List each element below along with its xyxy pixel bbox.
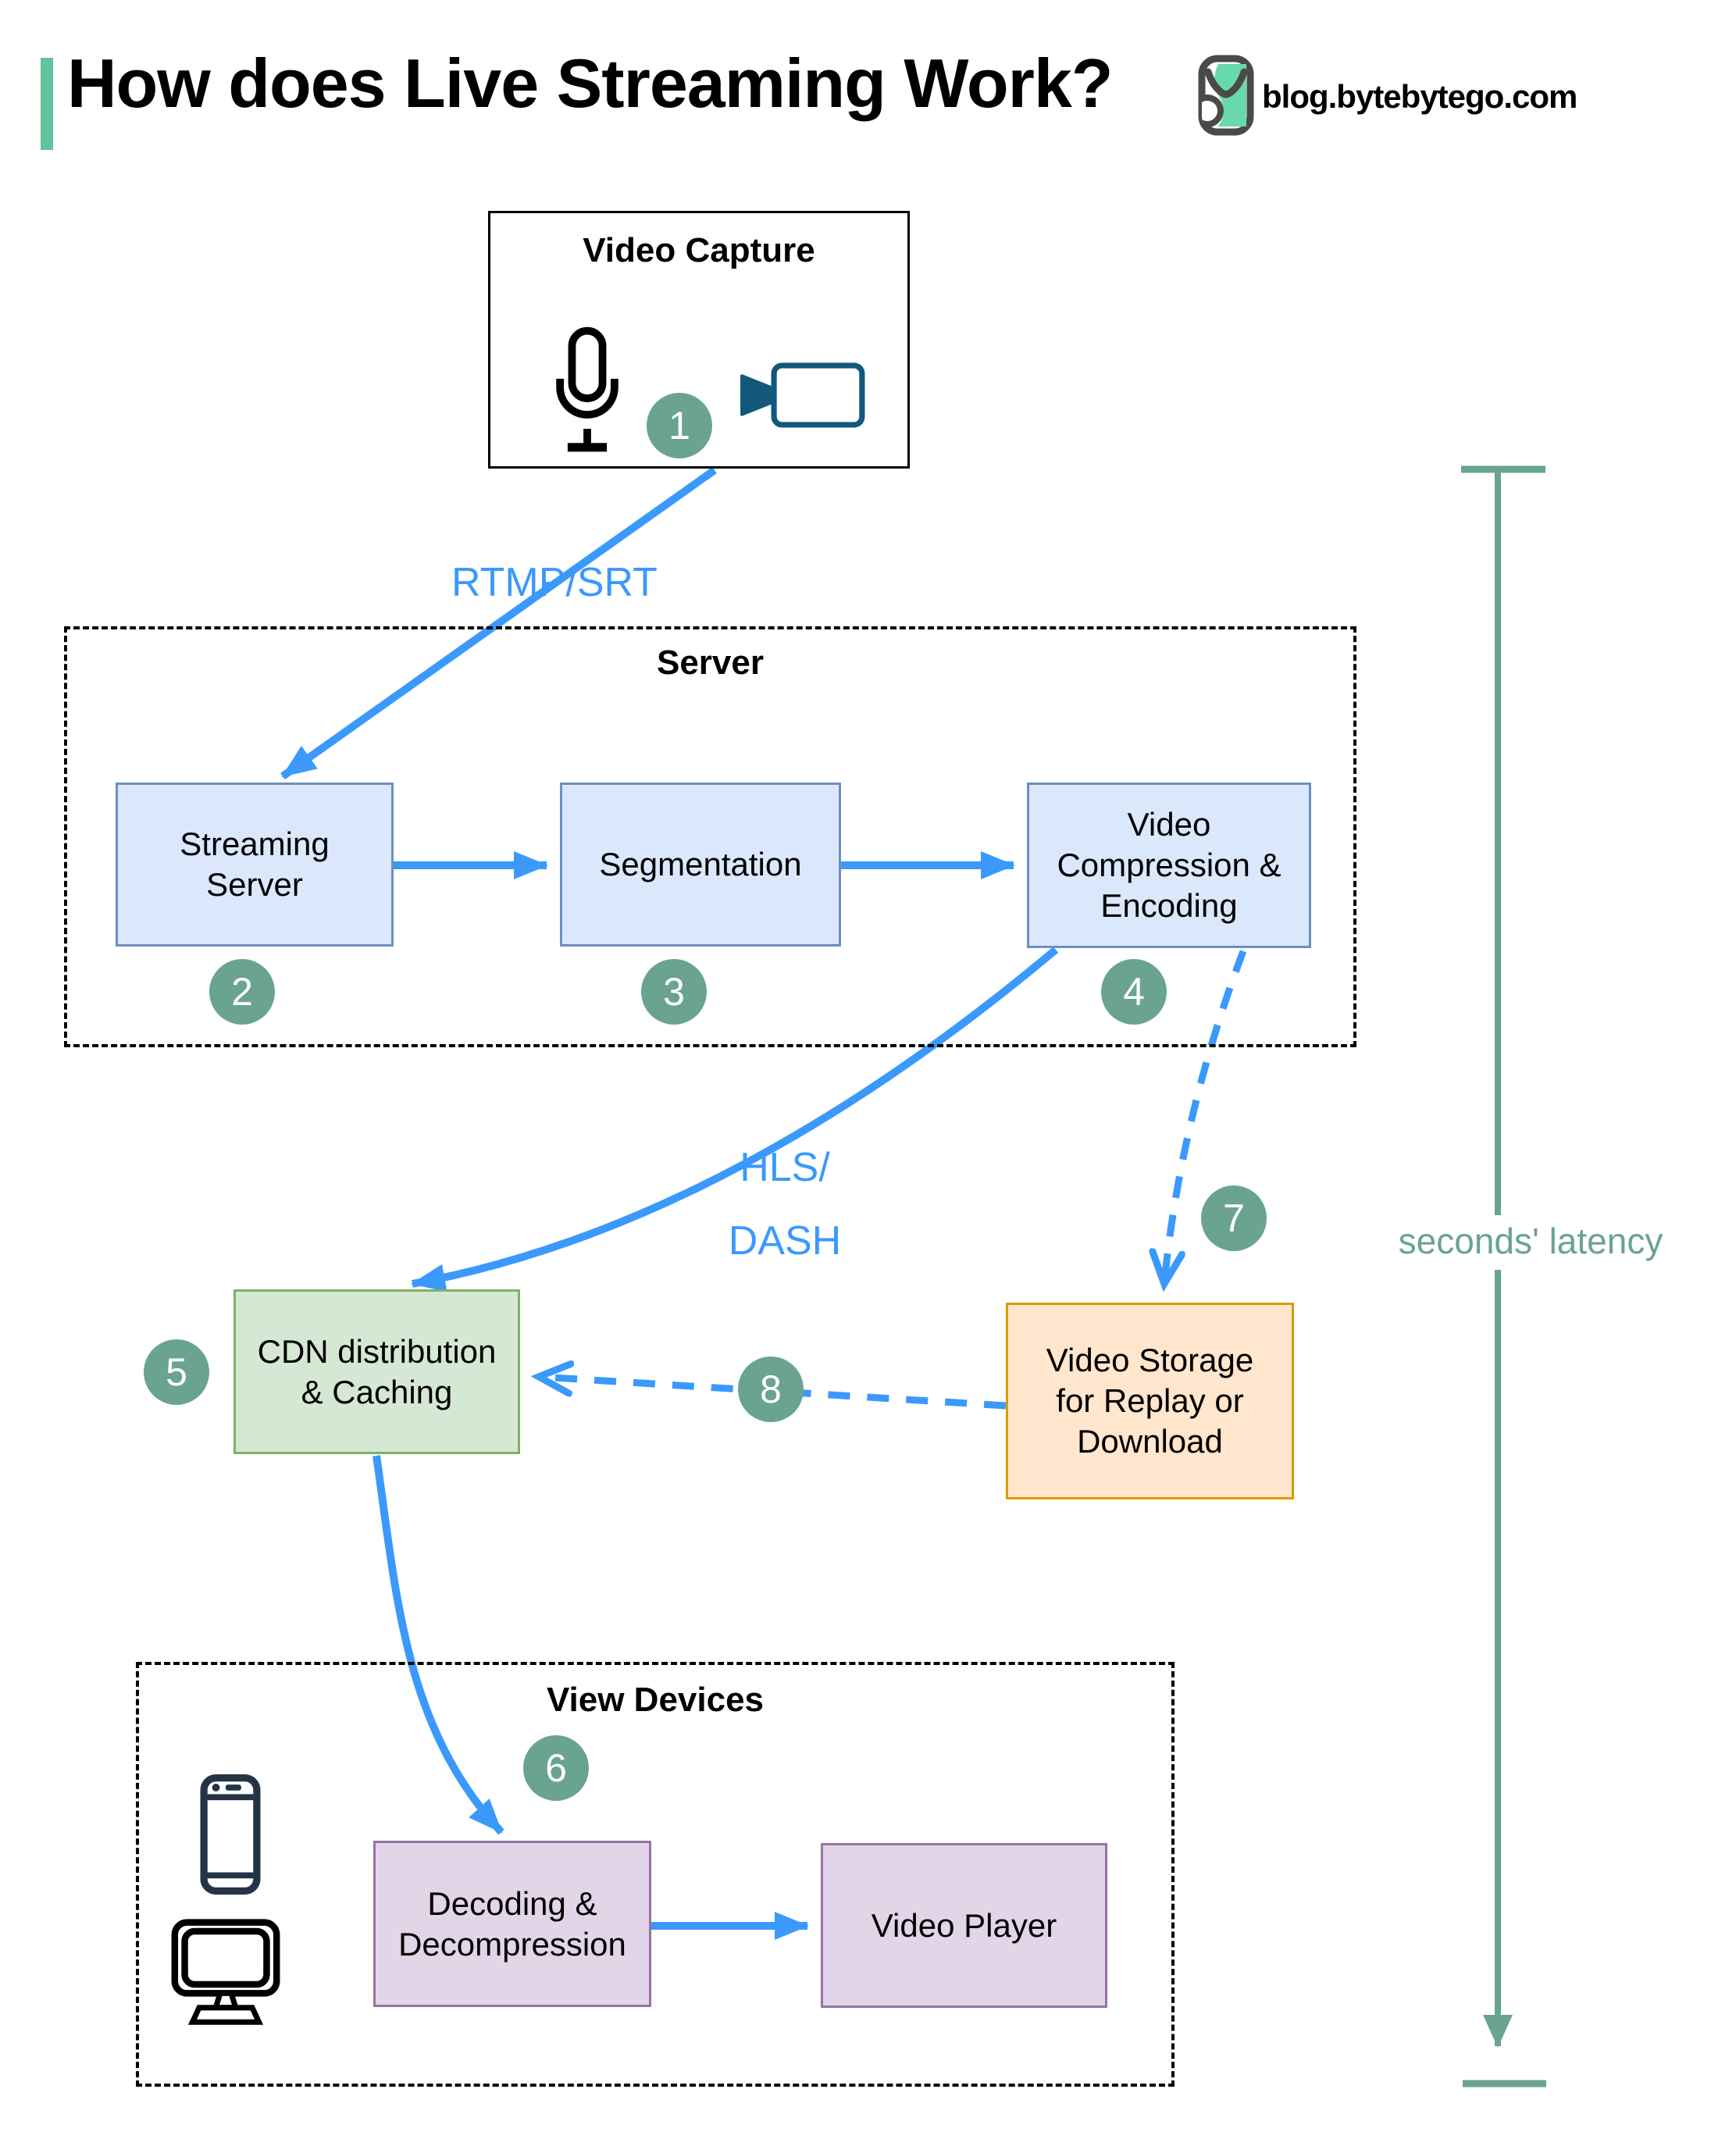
streaming-server-label: Streaming Server xyxy=(180,825,330,903)
video-storage-label: Video Storage for Replay or Download xyxy=(1046,1342,1254,1460)
monitor-icon xyxy=(171,1919,280,2025)
step-badge-4: 4 xyxy=(1101,959,1167,1025)
video-storage-box: Video Storage for Replay or Download xyxy=(1006,1303,1294,1499)
step-badge-2: 2 xyxy=(209,959,275,1025)
view-devices-group-box xyxy=(136,1662,1175,2087)
server-group-box xyxy=(64,626,1356,1047)
smartphone-icon xyxy=(200,1774,261,1895)
arrow-capture-to-streaming xyxy=(280,466,717,780)
cdn-label: CDN distribution & Caching xyxy=(257,1332,497,1410)
video-capture-label: Video Capture xyxy=(583,231,815,269)
title-accent-bar xyxy=(41,58,53,150)
segmentation-box: Segmentation xyxy=(560,783,841,947)
step-badge-7: 7 xyxy=(1201,1185,1267,1251)
video-compression-box: Video Compression & Encoding xyxy=(1027,783,1311,948)
segmentation-label: Segmentation xyxy=(599,846,802,882)
video-compression-label: Video Compression & Encoding xyxy=(1057,806,1282,924)
arrow-cdn-to-decoding xyxy=(373,1455,504,1835)
latency-label: seconds' latency xyxy=(1398,1221,1663,1261)
cdn-box: CDN distribution & Caching xyxy=(233,1289,520,1454)
video-player-box: Video Player xyxy=(821,1843,1107,2008)
microphone-icon xyxy=(556,326,618,452)
video-camera-icon xyxy=(740,362,865,428)
site-url: blog.bytebytego.com xyxy=(1262,78,1577,115)
step-badge-5: 5 xyxy=(144,1339,209,1405)
step-badge-6: 6 xyxy=(523,1735,589,1801)
step-badge-1: 1 xyxy=(647,393,712,458)
page-title: How does Live Streaming Work? xyxy=(67,45,1114,122)
step-badge-3: 3 xyxy=(641,959,707,1025)
step-badge-8: 8 xyxy=(738,1357,804,1422)
streaming-server-box: Streaming Server xyxy=(116,783,394,947)
view-devices-group-label: View Devices xyxy=(546,1681,765,1719)
decoding-label: Decoding & Decompression xyxy=(398,1884,626,1963)
arrow-compression-to-storage-dashed xyxy=(1164,950,1247,1282)
server-group-label: Server xyxy=(656,644,764,682)
hls-dash-label: HLS/ DASH xyxy=(728,1145,842,1264)
decoding-box: Decoding & Decompression xyxy=(373,1841,651,2007)
arrow-compression-to-cdn xyxy=(411,947,1059,1292)
protocol-label: RTMP/SRT xyxy=(451,560,658,605)
bytebytego-logo-icon xyxy=(1198,55,1254,136)
video-player-label: Video Player xyxy=(871,1906,1057,1944)
